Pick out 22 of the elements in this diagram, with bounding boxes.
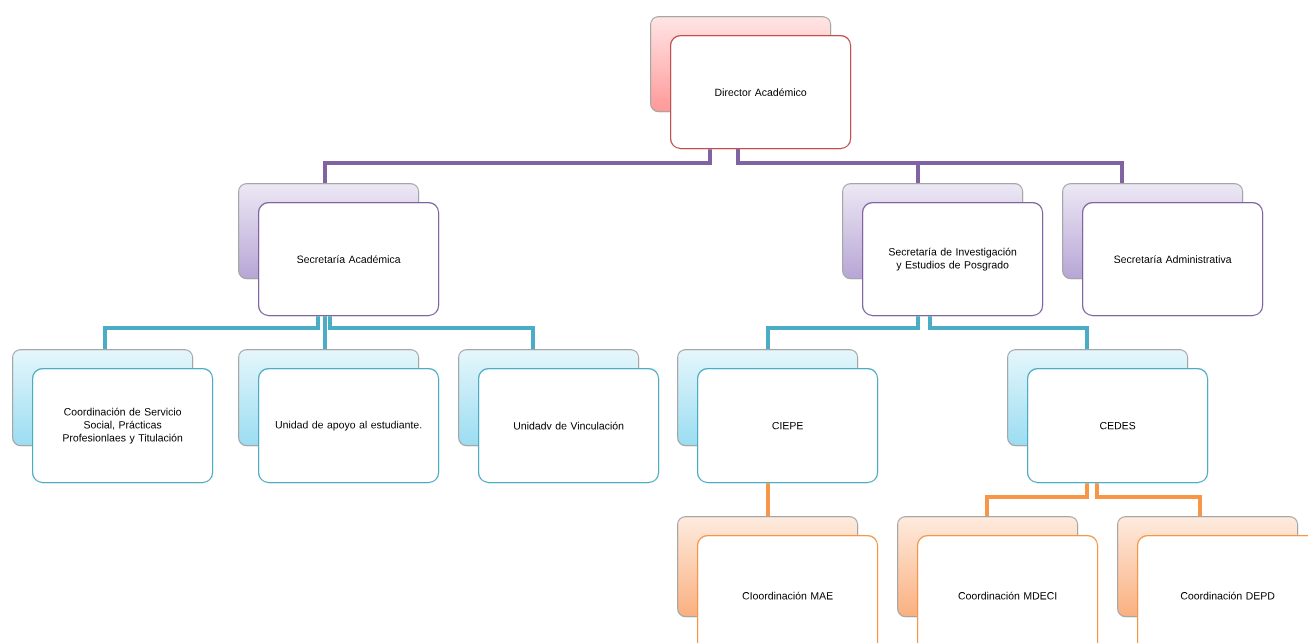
org-box: Secretaría de Investigación y Estudios de Posgrado [842, 183, 1044, 317]
connector-line [1095, 483, 1202, 516]
connector-line [928, 316, 1089, 349]
connector-line [323, 149, 712, 183]
connector-line [328, 316, 535, 349]
connector-line [103, 316, 320, 349]
org-box: Coordinación de Servicio Social, Prácticas Profesionlaes y Titulación [12, 349, 214, 484]
connector-line [323, 316, 327, 349]
connector-line [766, 483, 770, 516]
org-box: Director Académico [650, 16, 852, 150]
connector-line [736, 149, 1124, 183]
org-box: Secretaría Académica [238, 183, 440, 317]
org-box: CEDES [1007, 349, 1209, 484]
org-box: Secretaría Administrativa [1062, 183, 1264, 317]
connector-line [766, 316, 920, 349]
org-box: Coordinación DEPD [1117, 516, 1308, 643]
org-box: Unidad de apoyo al estudiante. [238, 349, 440, 484]
org-box: Coordinación MDECI [897, 516, 1099, 643]
org-box: CIEPE [677, 349, 879, 484]
org-box: CIoordinación MAE [677, 516, 879, 643]
connector-line [985, 483, 1089, 516]
org-box: Unidadv de Vinculación [458, 349, 660, 484]
